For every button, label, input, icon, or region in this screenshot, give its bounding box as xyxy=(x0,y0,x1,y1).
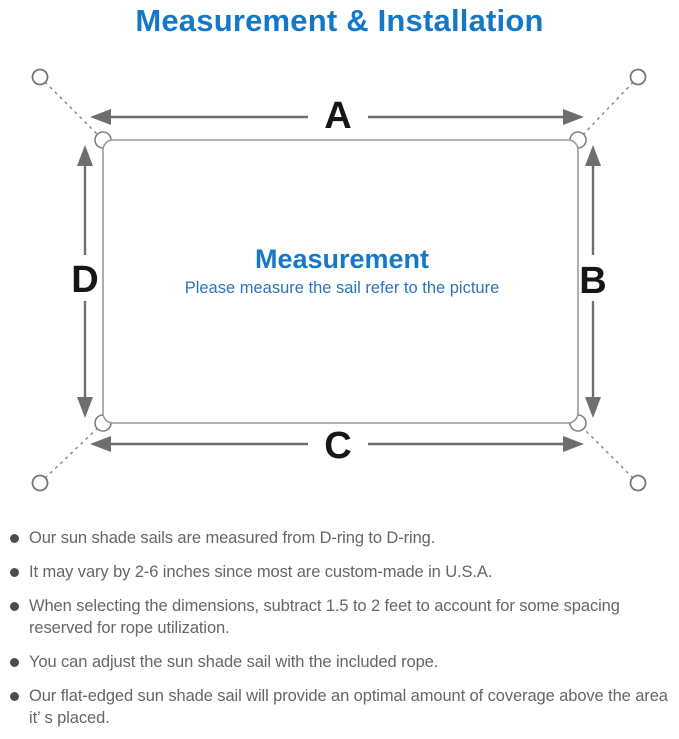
bullet-icon xyxy=(10,534,19,543)
note-text: It may vary by 2-6 inches since most are… xyxy=(29,563,493,581)
bullet-icon xyxy=(10,692,19,701)
bullet-icon xyxy=(10,568,19,577)
anchor-ring-bottom-right-icon xyxy=(629,474,647,492)
bullet-icon xyxy=(10,602,19,611)
anchor-ring-top-right-icon xyxy=(629,68,647,86)
sail-outline xyxy=(102,139,579,424)
note-item: Our flat-edged sun shade sail will provi… xyxy=(10,685,673,729)
rope-bottom-left xyxy=(39,422,104,484)
rope-top-left xyxy=(39,76,104,141)
dimension-arrow-a xyxy=(90,109,584,125)
diagram-heading: Measurement xyxy=(255,244,429,274)
dimension-label-a: A xyxy=(324,95,351,137)
dimension-arrow-b xyxy=(585,145,601,418)
notes-list: Our sun shade sails are measured from D-… xyxy=(0,527,679,739)
corner-d-rings xyxy=(94,131,587,432)
dimension-label-d: D xyxy=(71,259,98,301)
note-text: Our sun shade sails are measured from D-… xyxy=(29,529,436,547)
note-item: You can adjust the sun shade sail with t… xyxy=(10,651,673,673)
note-text: You can adjust the sun shade sail with t… xyxy=(29,653,439,671)
anchor-ring-top-left-icon xyxy=(31,68,49,86)
dimension-arrow-c xyxy=(90,436,584,452)
note-item: Our sun shade sails are measured from D-… xyxy=(10,527,673,549)
note-item: When selecting the dimensions, subtract … xyxy=(10,595,673,639)
rope-bottom-right xyxy=(577,422,639,484)
note-text: When selecting the dimensions, subtract … xyxy=(29,597,620,637)
dimension-arrow-d xyxy=(77,145,93,418)
anchor-ring-bottom-left-icon xyxy=(31,474,49,492)
dimension-label-b: B xyxy=(579,260,606,302)
rope-top-right xyxy=(577,76,639,141)
note-text: Our flat-edged sun shade sail will provi… xyxy=(29,687,668,727)
page-title: Measurement & Installation xyxy=(135,3,544,38)
anchor-points xyxy=(31,68,647,492)
measurement-diagram: A B C D Measurement Please measure the s… xyxy=(31,68,647,492)
bullet-icon xyxy=(10,658,19,667)
note-item: It may vary by 2-6 inches since most are… xyxy=(10,561,673,583)
dimension-label-c: C xyxy=(324,425,351,467)
diagram-caption: Please measure the sail refer to the pic… xyxy=(185,279,500,297)
rope-dashed-lines xyxy=(39,76,639,484)
